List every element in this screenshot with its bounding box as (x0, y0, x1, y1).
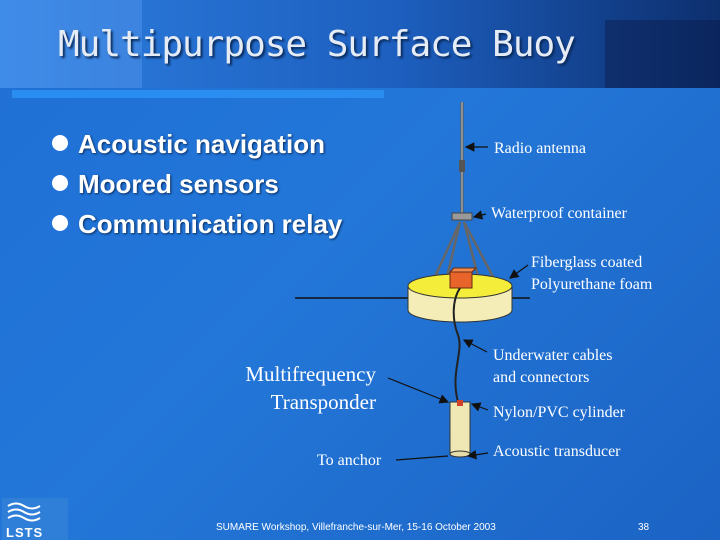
leader-lines (387, 142, 529, 461)
logo-text: LSTS (6, 525, 44, 540)
bullet-text: Moored sensors (78, 169, 279, 199)
bullet-dot-icon (52, 135, 68, 151)
page-number: 38 (638, 522, 650, 533)
title-bar (0, 0, 720, 88)
slide-title: Multipurpose Surface Buoy (58, 24, 576, 65)
radio-antenna-icon (459, 102, 465, 215)
label-cables-line2: and connectors (493, 369, 590, 386)
bullet-list: Acoustic navigation Moored sensors Commu… (52, 124, 342, 244)
bullet-text: Acoustic navigation (78, 129, 326, 159)
label-foam-line1: Fiberglass coated (531, 254, 643, 271)
title-bar-dark-panel (605, 20, 720, 88)
label-transponder-line2: Transponder (270, 390, 376, 414)
title-bar-light-panel (0, 0, 142, 88)
label-acoustic-transducer: Acoustic transducer (493, 443, 621, 460)
label-waterproof-container: Waterproof container (491, 205, 627, 222)
footer-text: SUMARE Workshop, Villefranche-sur-Mer, 1… (216, 522, 496, 533)
waterproof-container-icon (448, 267, 478, 289)
bullet-item: Communication relay (52, 204, 342, 244)
bullet-dot-icon (52, 175, 68, 191)
label-to-anchor: To anchor (317, 452, 382, 469)
bullet-text: Communication relay (78, 209, 343, 239)
bullet-item: Acoustic navigation (52, 124, 342, 164)
label-cables-line1: Underwater cables (493, 347, 613, 364)
antenna-mount (451, 212, 473, 221)
title-underline (12, 90, 384, 98)
cylinder-transducer-icon (449, 400, 471, 458)
lsts-logo-icon (2, 498, 68, 540)
bullet-item: Moored sensors (52, 164, 342, 204)
label-transponder-line1: Multifrequency (245, 362, 376, 386)
label-foam-line2: Polyurethane foam (531, 276, 653, 293)
underwater-cable (452, 287, 461, 403)
bullet-dot-icon (52, 215, 68, 231)
label-radio-antenna: Radio antenna (494, 140, 586, 157)
label-cylinder: Nylon/PVC cylinder (493, 404, 625, 421)
